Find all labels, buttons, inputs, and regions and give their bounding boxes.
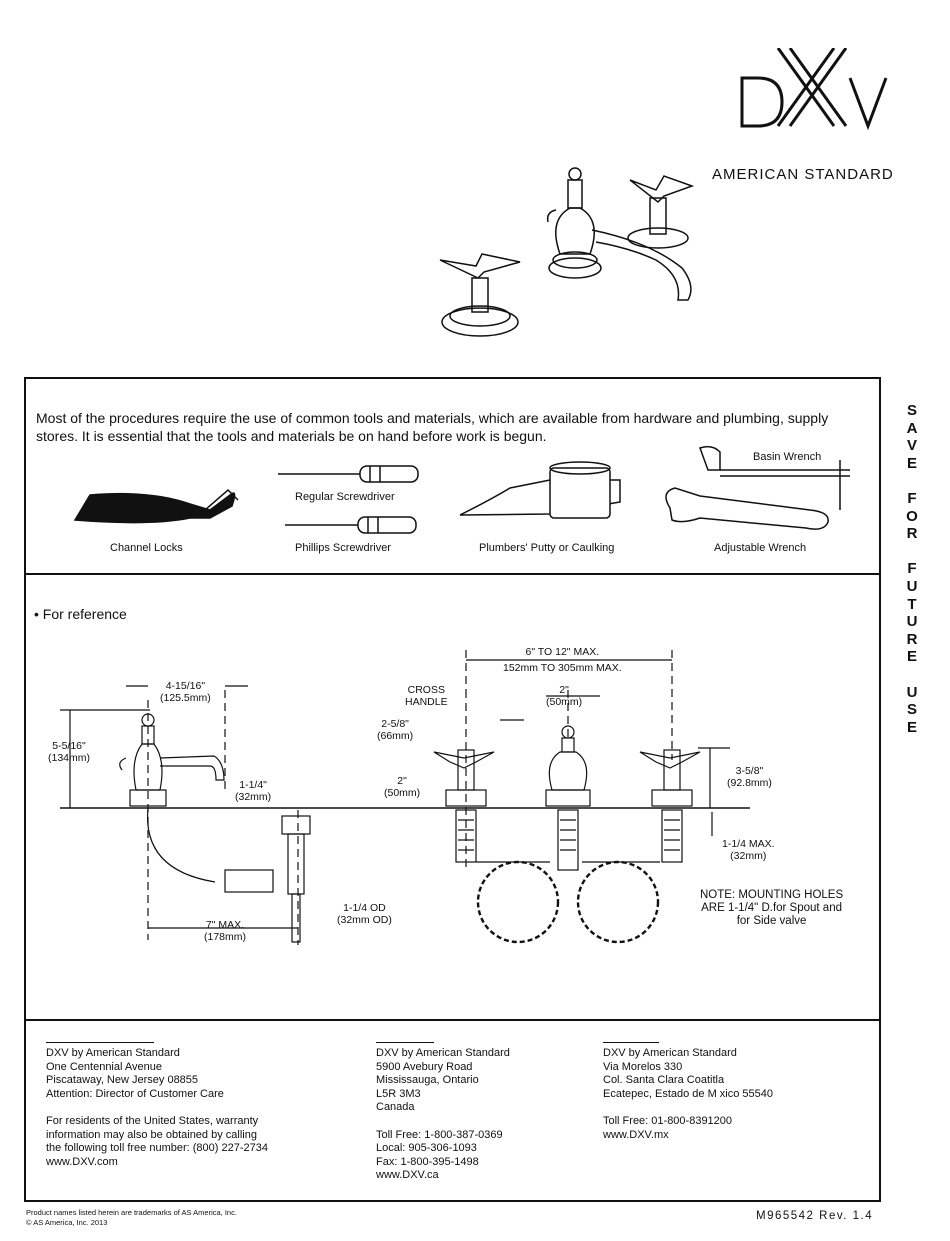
reference-title: • For reference	[34, 606, 127, 622]
putty-tube-icon	[459, 461, 621, 519]
adjustable-wrench-icon	[665, 487, 829, 530]
dim-handle-width: 2-5/8"(66mm)	[377, 718, 414, 742]
banner-letter: F	[907, 489, 917, 507]
divider	[24, 573, 881, 575]
dim-spout-base: 2"(50mm)	[546, 684, 583, 708]
address-usa: DXV by American Standard One Centennial …	[46, 1042, 268, 1169]
banner-letter: S	[906, 402, 917, 419]
phillips-screwdriver-label: Phillips Screwdriver	[295, 542, 391, 554]
center-spout-front	[545, 725, 591, 871]
brand-name: AMERICAN STANDARD	[712, 166, 894, 183]
regular-screwdriver-label: Regular Screwdriver	[295, 491, 395, 503]
trademark-note: Product names listed herein are trademar…	[26, 1208, 237, 1227]
banner-letter: E	[906, 454, 917, 472]
faucet-illustration	[439, 167, 695, 337]
dim-drain-offset: 7" MAX.(178mm)	[204, 919, 247, 943]
address-canada: DXV by American Standard 5900 Avebury Ro…	[376, 1042, 510, 1183]
banner-letter: E	[906, 648, 917, 666]
banner-letter: S	[906, 701, 917, 719]
banner-letter: U	[906, 613, 918, 631]
tools-illustration	[73, 445, 850, 534]
dim-spread: 6" TO 12" MAX.152mm TO 305mm MAX.	[503, 646, 622, 674]
channel-locks-icon	[73, 492, 236, 524]
document-number: M965542 Rev. 1.4	[756, 1210, 874, 1222]
phillips-screwdriver-icon	[285, 516, 417, 534]
save-for-future-use-banner: S A V E F O R F U T U R E U S E	[895, 402, 929, 736]
banner-letter: T	[907, 595, 917, 613]
dxv-logo	[740, 48, 888, 131]
spout-side-view	[119, 713, 225, 807]
banner-letter: R	[906, 630, 918, 648]
dim-spout-height: 5-5/16"(134mm)	[48, 740, 91, 764]
tools-intro: Most of the procedures require the use o…	[36, 410, 829, 444]
dimension-diagram	[60, 650, 750, 945]
dim-valve-height: 3-5/8"(92.8mm)	[727, 765, 772, 789]
adjustable-wrench-label: Adjustable Wrench	[714, 542, 807, 554]
channel-locks-label: Channel Locks	[110, 542, 183, 554]
left-handle-front	[433, 749, 495, 863]
banner-letter: E	[906, 718, 917, 736]
banner-letter: R	[906, 525, 918, 543]
banner-letter: U	[906, 683, 918, 701]
banner-letter: F	[907, 560, 917, 578]
banner-letter: O	[906, 507, 918, 525]
banner-letter: U	[906, 577, 918, 595]
dim-handle-height: 2"(50mm)	[384, 775, 421, 799]
banner-letter: V	[906, 437, 917, 455]
banner-letter: A	[906, 419, 918, 437]
dim-drain-od: 1-1/4 OD(32mm OD)	[337, 902, 392, 926]
basin-wrench-label: Basin Wrench	[753, 451, 822, 463]
right-handle-front	[639, 749, 701, 863]
address-mexico: DXV by American Standard Via Morelos 330…	[603, 1042, 773, 1142]
dim-deck-max: 1-1/4 MAX.(32mm)	[722, 838, 775, 862]
instruction-frame	[24, 377, 881, 1202]
basin-wrench-icon	[699, 445, 850, 510]
dim-outlet-height: 1-1/4"(32mm)	[235, 779, 272, 803]
mounting-note: NOTE: MOUNTING HOLES ARE 1-1/4" D.for Sp…	[700, 889, 844, 927]
dim-spout-reach: 4-15/16"(125.5mm)	[160, 680, 211, 704]
divider	[24, 1019, 881, 1021]
regular-screwdriver-icon	[278, 465, 419, 483]
putty-label: Plumbers' Putty or Caulking	[479, 542, 615, 554]
